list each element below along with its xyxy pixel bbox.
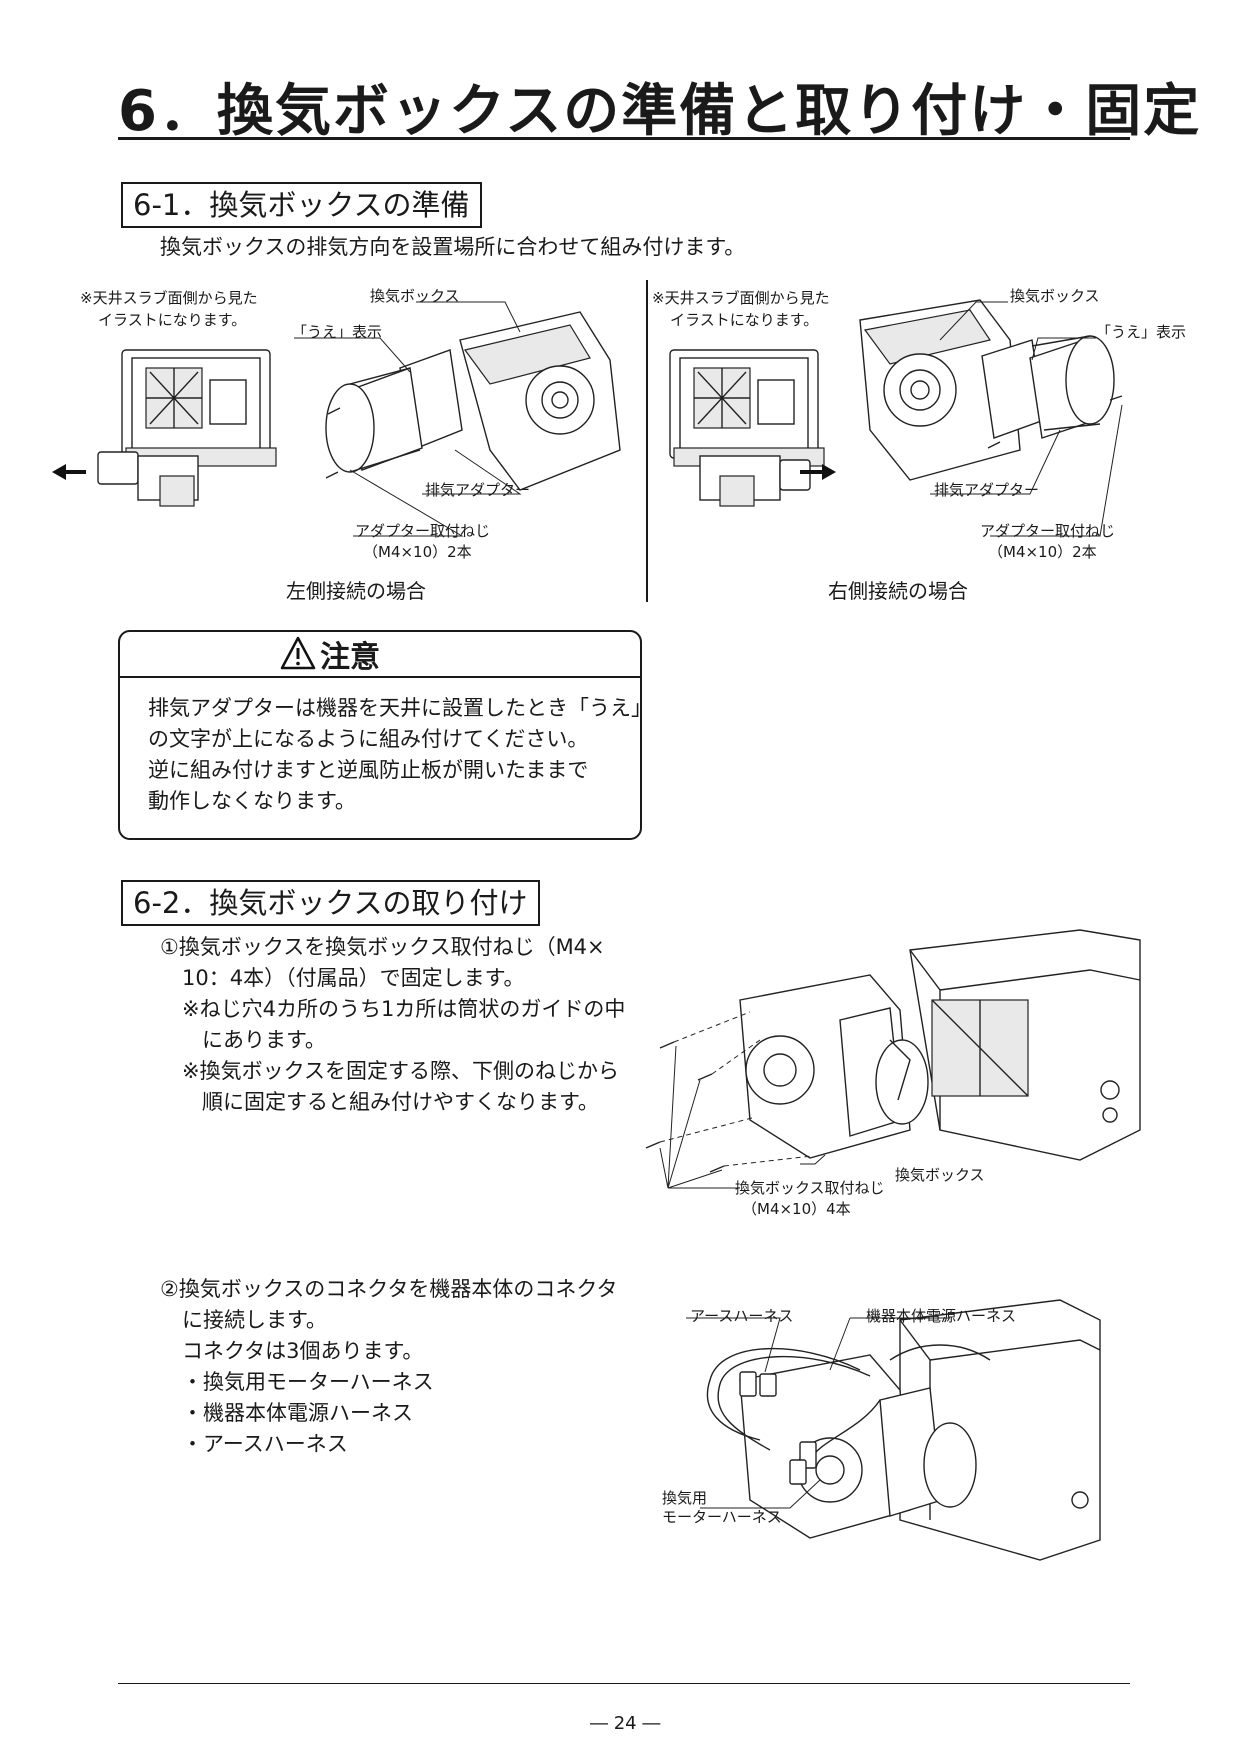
step2-line: ・アースハーネス [182,1432,348,1456]
caution-line: の文字が上になるように組み付けてください。 [148,727,589,751]
left-note-line2: イラストになります。 [98,311,247,329]
page-title: 6．換気ボックスの準備と取り付け・固定 [118,79,1202,144]
section-heading-6-1: 6-1．換気ボックスの準備 [121,182,482,228]
step2-line: ・換気用モーターハーネス [182,1370,434,1394]
step2-line: に接続します。 [182,1308,327,1332]
caution-box [118,630,642,840]
right-connection-illustration [669,299,1123,537]
footer-rule [118,1683,1130,1684]
figure-divider [646,280,648,602]
caution-line: 動作しなくなります。 [148,789,356,813]
step1-line: ※換気ボックスを固定する際、下側のねじから [182,1059,619,1083]
caution-body: 排気アダプターは機器を天井に設置したとき「うえ」 の文字が上になるように組み付け… [148,693,652,817]
fig2-label-motor2: モーターハーネス [662,1508,782,1526]
step1-line: 順に固定すると組み付けやすくなります。 [202,1090,599,1114]
fig2-label-earth: アースハーネス [690,1307,794,1325]
left-label-box: 換気ボックス [370,287,460,305]
left-connection-illustration [52,301,621,537]
right-caption: 右側接続の場合 [828,579,968,603]
fig2-label-power: 機器本体電源ハーネス [866,1307,1017,1325]
connector-illustration [686,1299,1101,1561]
step1-line: にあります。 [202,1028,326,1052]
right-label-ue: 「うえ」表示 [1096,323,1187,341]
step1-line: 10：4本）（付属品）で固定します。 [182,966,525,990]
section-heading-6-2: 6-2．換気ボックスの取り付け [121,880,540,926]
title-rule [118,137,1130,140]
left-note-line1: ※天井スラブ面側から見た [80,289,258,307]
left-label-ue: 「うえ」表示 [292,323,383,341]
left-label-screw2: （M4×10）2本 [363,543,472,561]
section-6-1-intro: 換気ボックスの排気方向を設置場所に合わせて組み付けます。 [160,235,746,259]
fig1-label-box: 換気ボックス [895,1166,985,1184]
caution-divider [118,676,642,678]
right-label-screw2: （M4×10）2本 [988,543,1097,561]
step1-line: ※ねじ穴4カ所のうち1カ所は筒状のガイドの中 [182,997,626,1021]
left-caption: 左側接続の場合 [286,579,426,603]
step2-line: コネクタは3個あります。 [182,1339,424,1363]
fig2-label-motor1: 換気用 [662,1489,708,1507]
step1-line: ①換気ボックスを換気ボックス取付ねじ（M4× [160,935,605,959]
caution-title: 注意 [320,640,380,675]
fig1-label-screw1: 換気ボックス取付ねじ [735,1179,885,1197]
caution-line: 排気アダプターは機器を天井に設置したとき「うえ」 [148,696,652,720]
box-installation-illustration [645,929,1141,1189]
right-note-line2: イラストになります。 [670,311,819,329]
warning-triangle-icon [280,636,316,670]
right-label-box: 換気ボックス [1010,287,1100,305]
page-number: ― 24 ― [590,1713,661,1734]
step2-line: ②換気ボックスのコネクタを機器本体のコネクタ [160,1277,618,1301]
step2-line: ・機器本体電源ハーネス [182,1401,413,1425]
fig1-label-screw2: （M4×10）4本 [742,1200,851,1218]
right-note-line1: ※天井スラブ面側から見た [652,289,830,307]
caution-line: 逆に組み付けますと逆風防止板が開いたままで [148,758,589,782]
